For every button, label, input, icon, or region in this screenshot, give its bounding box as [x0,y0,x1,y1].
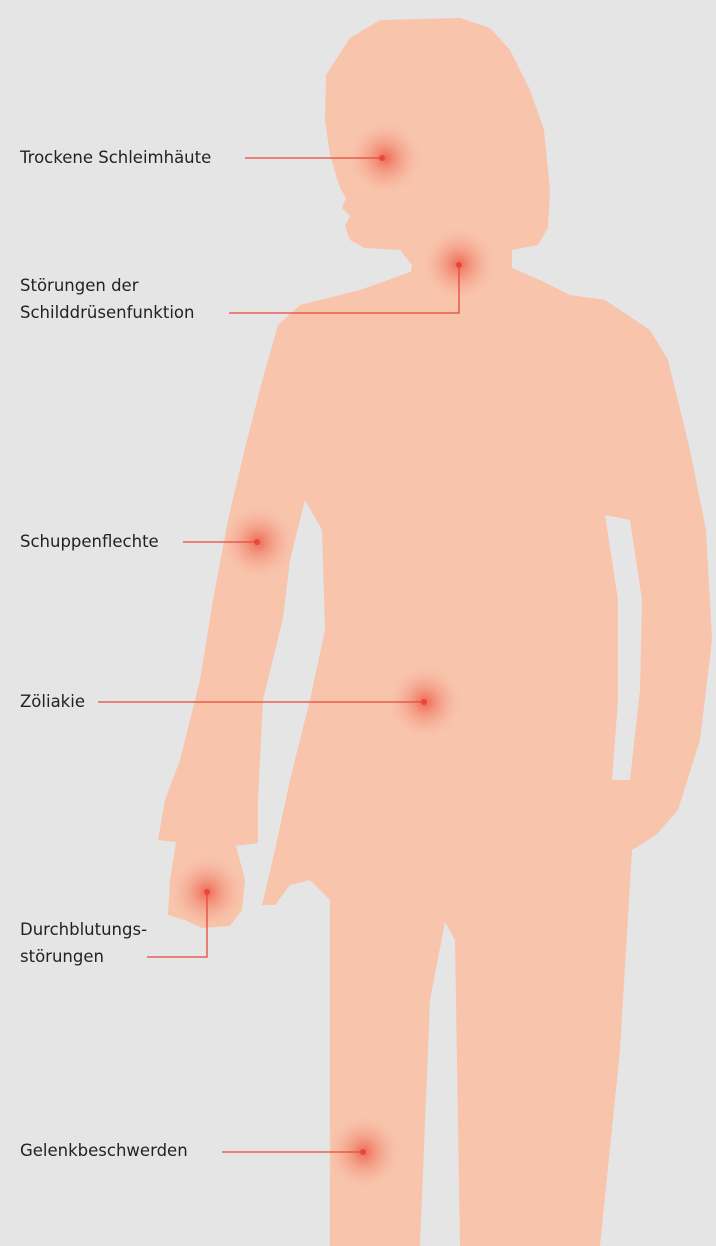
label-thyroid-line1: Störungen der [20,273,138,298]
label-joints: Gelenkbeschwerden [20,1138,188,1163]
label-psoriasis: Schuppenflechte [20,529,159,554]
label-celiac: Zöliakie [20,689,85,714]
label-circulation-line2: störungen [20,944,104,969]
label-circulation-line1: Durchblutungs- [20,917,147,942]
label-mucous-membranes: Trockene Schleimhäute [20,145,211,170]
woman-silhouette [158,18,712,1246]
label-thyroid-line2: Schilddrüsenfunktion [20,300,194,325]
